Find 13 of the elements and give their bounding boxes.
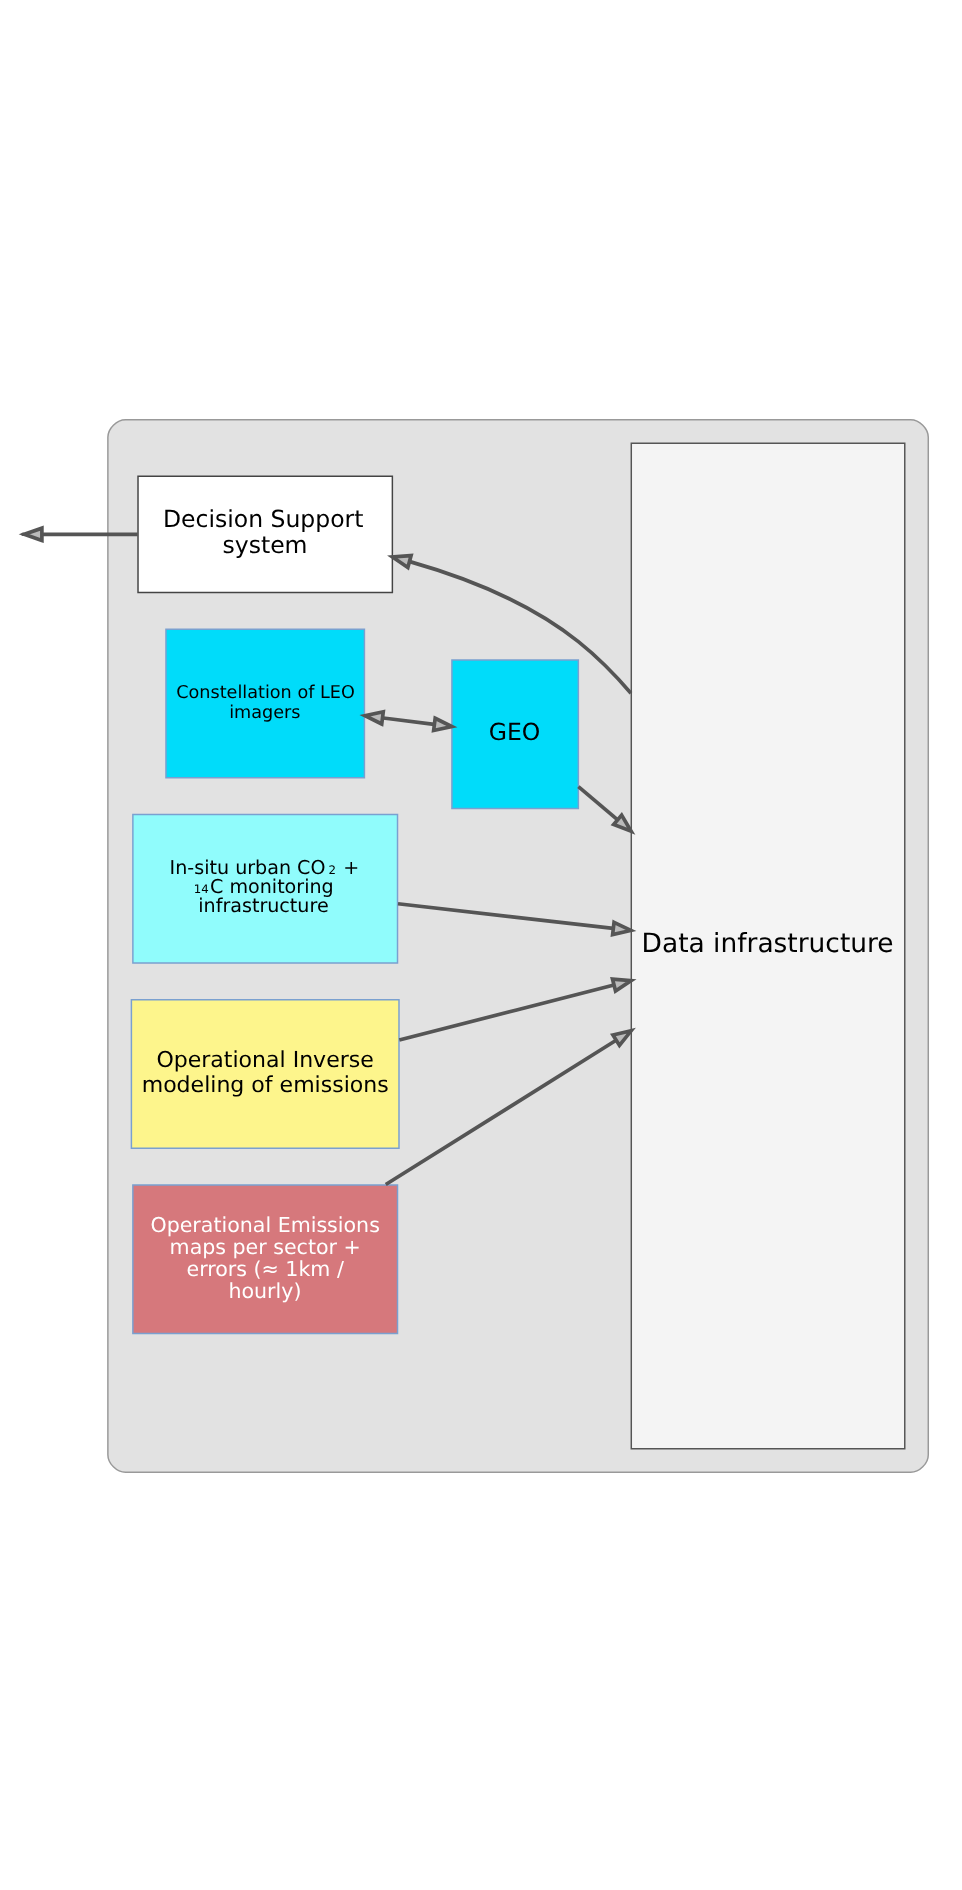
arrow xyxy=(384,1026,636,1186)
arrow xyxy=(577,784,636,834)
node-box: Data infrastructure xyxy=(630,441,906,1449)
cluster xyxy=(107,417,930,1473)
arrow xyxy=(398,976,637,1041)
arrow xyxy=(397,900,637,936)
node-box: Operational Emissions maps per sector + errors (≈ 1km / hourly) xyxy=(132,1183,399,1334)
arrow xyxy=(387,552,633,694)
node-box: Decision Support system xyxy=(137,474,394,593)
arrow xyxy=(359,708,458,732)
node-box: Operational Inverse modeling of emissions xyxy=(130,997,400,1148)
node-box: Constellation of LEO imagers xyxy=(165,627,366,778)
node-box: GEO xyxy=(451,658,580,809)
